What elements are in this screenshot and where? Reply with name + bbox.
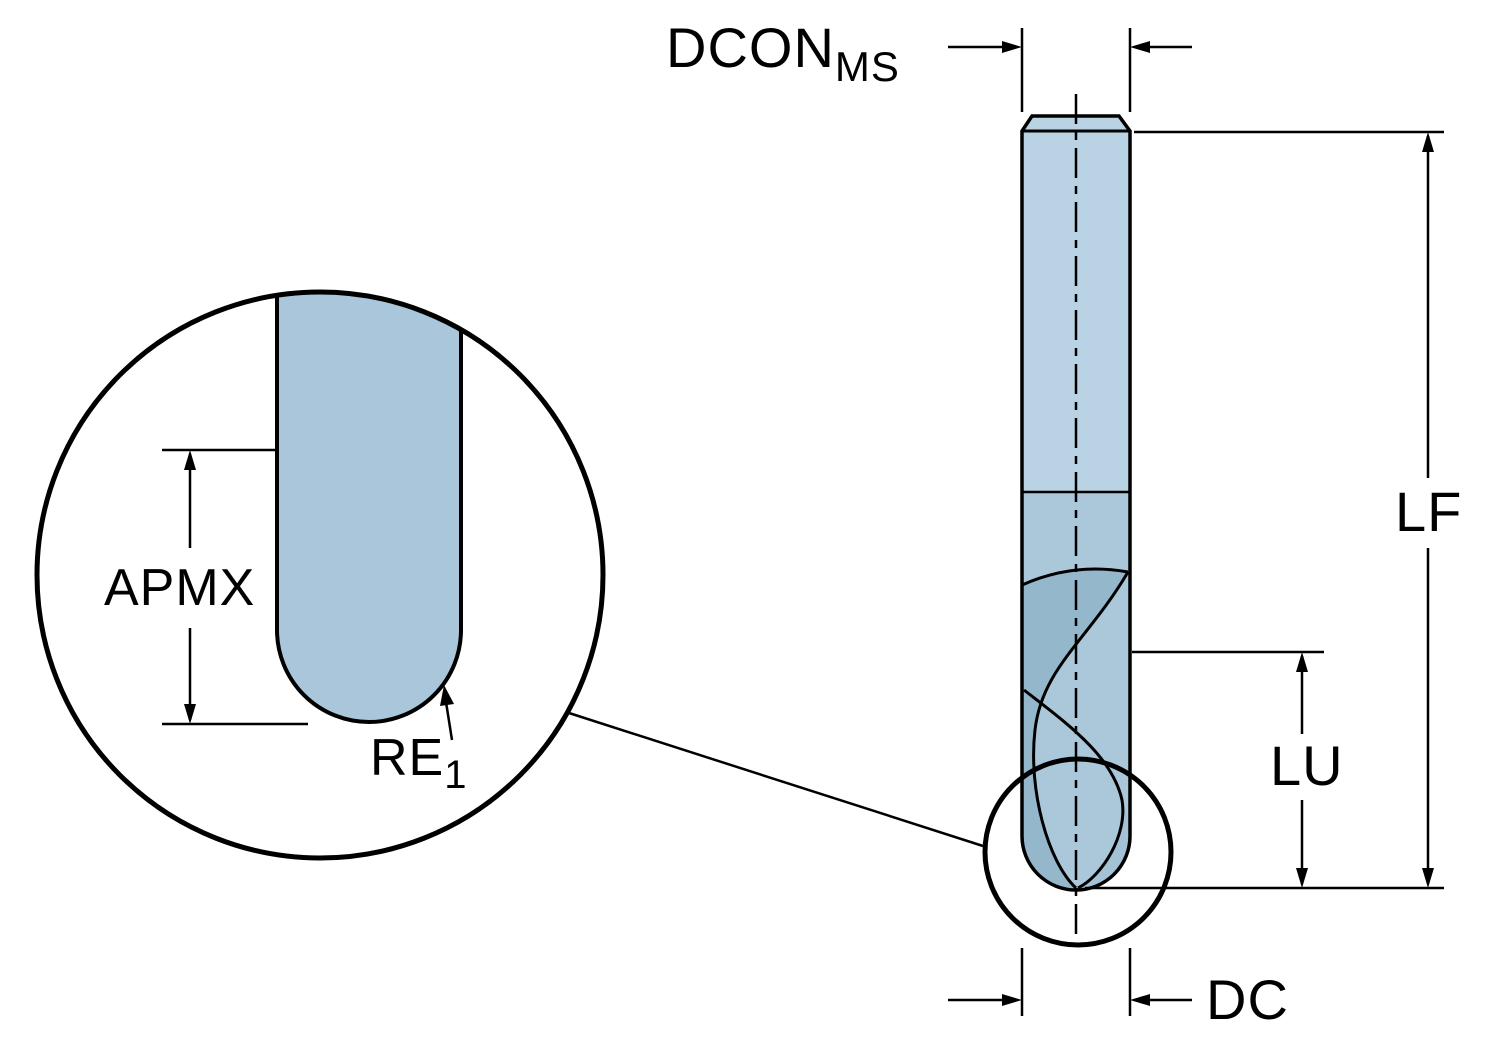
apmx-dimension <box>162 448 308 726</box>
re-leader-line <box>444 701 454 741</box>
lu-label: LU <box>1270 734 1344 797</box>
detail-circle <box>34 289 606 861</box>
dcon-label-main: DCON <box>666 16 835 79</box>
dcon-arrowhead-right <box>1130 41 1150 53</box>
re-label-subscript: 1 <box>444 753 468 797</box>
re-label: RE1 <box>370 729 468 795</box>
tip-detail-circle <box>982 756 1174 948</box>
flute-face <box>1022 568 1128 888</box>
re-arrowhead <box>440 685 454 706</box>
lu-arrowhead-up <box>1296 652 1308 672</box>
end-mill-tool <box>982 94 1174 948</box>
apmx-label: APMX <box>104 559 256 617</box>
dcon-label-subscript: MS <box>834 43 900 90</box>
re-pointer <box>440 685 454 741</box>
apmx-arrowhead-down <box>184 704 196 724</box>
tool-outline <box>1020 114 1132 892</box>
detail-tip-profile <box>275 292 463 724</box>
detail-view <box>34 289 606 861</box>
dcon-dimension <box>948 28 1192 112</box>
dc-dimension <box>948 948 1192 1016</box>
lu-dimension <box>1132 650 1324 888</box>
lf-arrowhead-up <box>1422 132 1434 152</box>
dc-label: DC <box>1206 968 1289 1031</box>
lf-dimension <box>1085 130 1444 890</box>
lf-arrowhead-down <box>1422 868 1434 888</box>
flute-face-lower <box>1078 800 1130 888</box>
lu-arrowhead-down <box>1296 868 1308 888</box>
apmx-arrowhead-up <box>184 450 196 470</box>
dc-arrowhead-right <box>1130 994 1150 1006</box>
dcon-arrowhead-left <box>1002 41 1022 53</box>
dcon-ms-label: DCONMS <box>666 20 900 88</box>
detail-leader-line <box>568 711 984 848</box>
flute-edge-curve-2 <box>1023 688 1125 890</box>
flute-edge-curve-1 <box>1032 571 1130 890</box>
re-label-main: RE <box>370 729 445 787</box>
dc-arrowhead-left <box>1002 994 1022 1006</box>
lf-label: LF <box>1395 480 1463 543</box>
